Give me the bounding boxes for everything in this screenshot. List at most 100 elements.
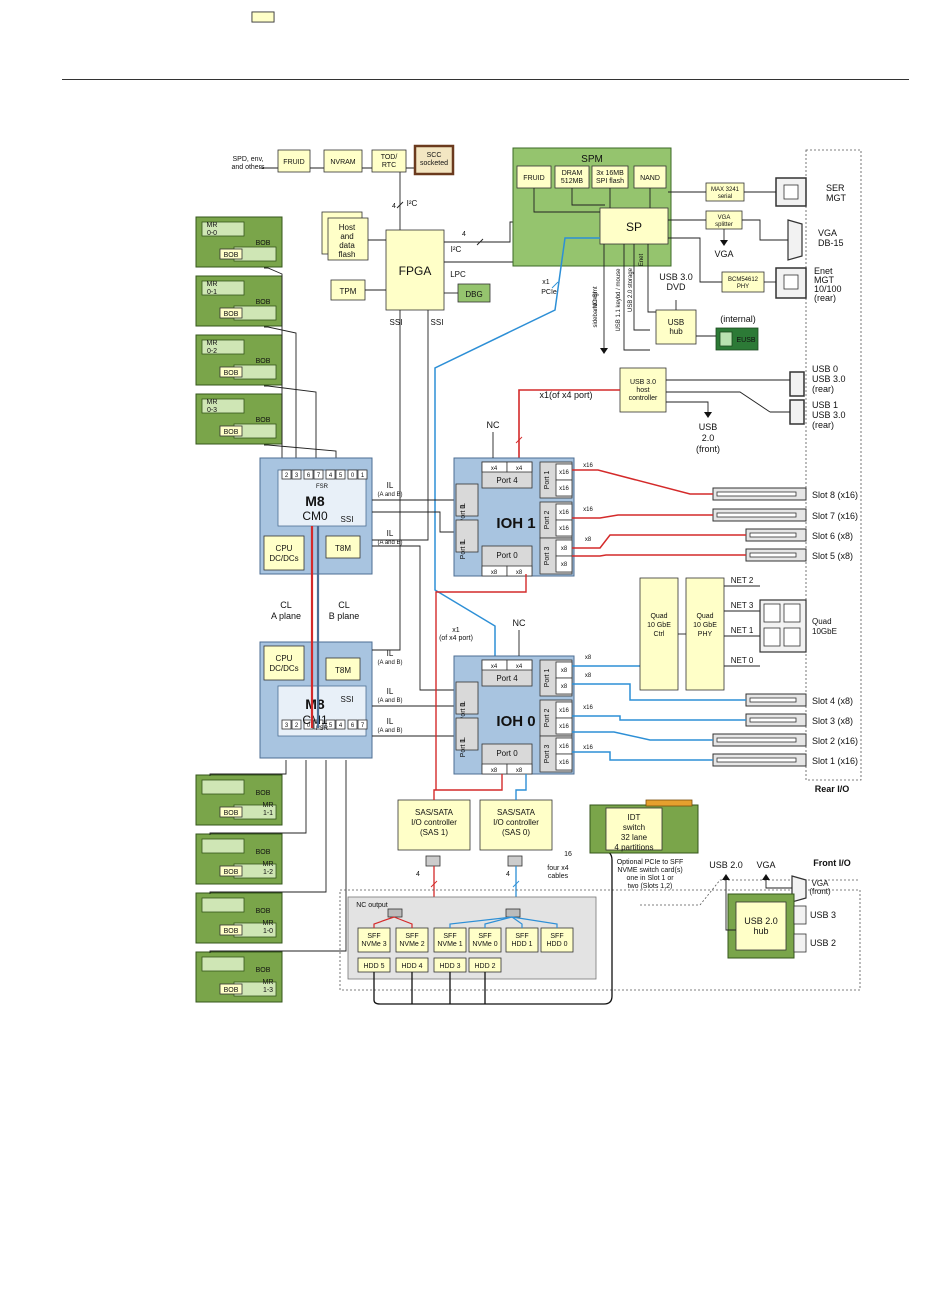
usb-hub-chip — [655, 309, 697, 345]
mr-label: 1-0 — [263, 928, 273, 935]
il-port1-block — [455, 717, 479, 751]
slot-label: Slot 4 (x8) — [812, 696, 853, 706]
ioh1-sas-link — [435, 574, 527, 790]
fsr-port — [357, 719, 368, 730]
m8-ssi-label: SSI — [341, 695, 354, 704]
bus-tick — [512, 880, 520, 888]
lane-width-label: x16 — [583, 463, 593, 469]
cl-a-label: CL — [280, 600, 292, 610]
usb-hub-label: USB — [668, 318, 684, 327]
spm-internal — [533, 188, 600, 213]
mr-label: MR — [207, 399, 218, 406]
lane-box — [555, 479, 573, 497]
lane-label: x8 — [516, 768, 523, 774]
ser-label: MGT — [826, 193, 846, 203]
enet-mgt-label: 10/100 — [814, 284, 842, 294]
lane-width-label: x8 — [585, 655, 592, 661]
bob-label: BOB — [256, 299, 271, 306]
lane-label: x16 — [559, 708, 569, 714]
m8-title: M8 — [305, 696, 325, 712]
cable-count: 16 — [564, 851, 572, 858]
front-vga-port — [791, 875, 807, 903]
pcie-port-label: Port 1 — [544, 471, 551, 490]
usb-front-arrow — [704, 412, 712, 418]
sas1-count: 4 — [416, 871, 420, 878]
usb3-pcie-link — [518, 389, 620, 458]
ioh1-nc-label: NC — [487, 420, 500, 430]
sas0-count: 4 — [506, 871, 510, 878]
bob-label: BOB — [224, 928, 239, 935]
ioh-title: IOH 1 — [496, 515, 535, 532]
fsr-port-label: 4 — [329, 473, 333, 479]
bob-chip — [251, 11, 275, 23]
fsr-port — [291, 469, 302, 480]
lane-label: x16 — [559, 526, 569, 532]
port0-label: Port 0 — [496, 551, 518, 560]
bob-label: BOB — [224, 869, 239, 876]
quad-phy-label: PHY — [698, 631, 713, 638]
spm-spi-label: 3x 16MB — [596, 170, 624, 177]
sff-drive — [395, 927, 429, 953]
fsr-port — [313, 469, 324, 480]
dimm-slot — [201, 897, 245, 913]
idt-note-label: two (Slots 1,2) — [628, 883, 673, 890]
backplane-connector — [505, 908, 521, 918]
slot-connector — [749, 552, 797, 558]
mr-cm1-link — [209, 760, 287, 776]
sas0-drive-link — [511, 916, 523, 928]
enet-port-inner — [783, 274, 799, 290]
spm-dram-label: 512MB — [561, 178, 584, 185]
mr-label: MR — [263, 920, 274, 927]
idt-edge-connector — [645, 799, 693, 807]
bob-chip — [219, 865, 243, 877]
front-io-divider — [640, 879, 860, 906]
fsr-port-label: 7 — [361, 723, 365, 729]
slot-connector — [749, 717, 797, 723]
max3241-label: MAX 3241 — [711, 187, 740, 193]
sff-drive-label: SFF — [405, 933, 418, 940]
lane-width-label: x16 — [583, 507, 593, 513]
m8-sub: CM0 — [302, 509, 328, 523]
ser-port-inner — [783, 184, 799, 200]
spd-label: and others — [231, 164, 265, 171]
il-sub-label: (A and B) — [377, 660, 402, 666]
usb2-front-port — [793, 933, 807, 953]
il-label: IL — [387, 717, 394, 726]
fsr-port — [291, 719, 302, 730]
lane-box — [555, 555, 573, 573]
slot-label: Slot 5 (x8) — [812, 551, 853, 561]
fsr-port-label: 3 — [295, 473, 299, 479]
host-flash-label: Host — [339, 223, 356, 232]
fsr-port — [325, 469, 336, 480]
mr-label: 0-2 — [207, 348, 217, 355]
mr-label: MR — [207, 340, 218, 347]
usb3-front-label: USB 3 — [810, 910, 836, 920]
t8m-chip — [325, 657, 361, 681]
slot-label: Slot 2 (x16) — [812, 736, 858, 746]
ioh0-slot3 — [572, 715, 746, 721]
mr-label: MR — [263, 979, 274, 986]
sas0-drive-link — [511, 916, 558, 928]
lane-width-label: x8 — [585, 537, 592, 543]
front-usb-link — [725, 880, 736, 931]
lane-label: x16 — [559, 744, 569, 750]
dimm-slot — [201, 280, 245, 296]
sas1-label: (SAS 1) — [420, 828, 448, 837]
mr-cm1-link — [209, 760, 327, 894]
bus-tick — [430, 880, 438, 888]
usb2-front-label: USB 2 — [810, 938, 836, 948]
enet-mgt-label: Enet — [814, 266, 833, 276]
port4-label: Port 4 — [496, 476, 518, 485]
pcie-label: PCIe — [541, 289, 557, 296]
bus-tick — [551, 281, 559, 289]
sas1-controller — [397, 799, 471, 851]
vga-arrow — [720, 240, 728, 246]
port4-lane — [506, 659, 533, 671]
fsr-port-label: 5 — [329, 723, 333, 729]
dimm-slot — [201, 398, 245, 414]
rear-io-border — [805, 149, 862, 781]
sas0-label: SAS/SATA — [497, 808, 536, 817]
fsr-port-label: 4 — [339, 723, 343, 729]
ioh0-nc-label: NC — [513, 618, 526, 628]
fsr-port-label: 2 — [285, 473, 289, 479]
